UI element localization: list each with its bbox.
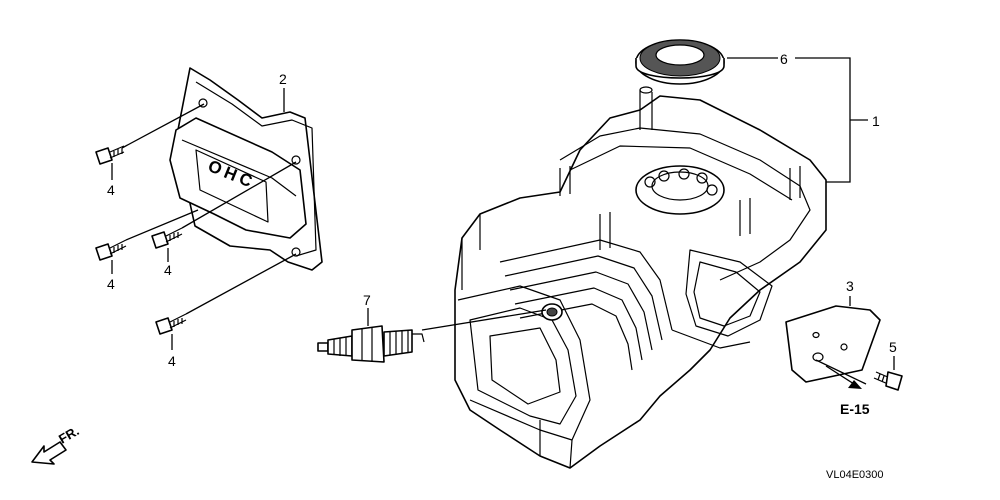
callout-1: 1 [872, 113, 880, 129]
bolt-4-middle [151, 227, 183, 249]
callout-4-bottom: 4 [168, 353, 176, 369]
side-plate-gasket [785, 305, 881, 383]
head-cover: OHC [169, 117, 307, 239]
callout-6: 6 [780, 51, 788, 67]
callout-4-lower-left: 4 [107, 276, 115, 292]
front-direction-arrow [31, 441, 67, 465]
callout-4-middle: 4 [164, 262, 172, 278]
leader-lines [111, 57, 895, 385]
callout-7: 7 [363, 292, 371, 308]
callout-3: 3 [846, 278, 854, 294]
bolt-4-lower-left [95, 239, 127, 261]
bolt-4-upper-left [95, 145, 125, 165]
callout-2: 2 [279, 71, 287, 87]
ref-arrow [825, 365, 862, 389]
reference-label: E-15 [840, 401, 870, 417]
drawing-code: VL04E0300 [826, 469, 884, 481]
spark-plug [317, 325, 425, 363]
oil-seal [635, 39, 725, 85]
cylinder-block [454, 86, 827, 469]
bolt-5 [873, 371, 903, 391]
bolt-4-bottom [155, 313, 187, 335]
callout-5: 5 [889, 339, 897, 355]
callout-4-upper-left: 4 [107, 182, 115, 198]
